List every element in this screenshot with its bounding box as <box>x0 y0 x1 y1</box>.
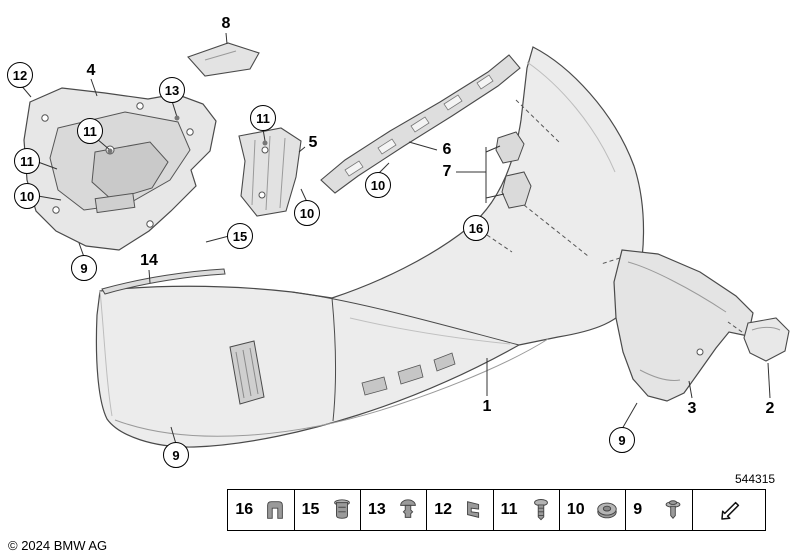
legend-item-label: 13 <box>367 501 386 518</box>
fastener-callout-16[interactable]: 16 <box>463 215 489 241</box>
copyright-text: © 2024 BMW AG <box>8 538 108 553</box>
screw-icon <box>533 499 548 521</box>
legend-item-label: 16 <box>235 501 254 518</box>
mounting-brackets <box>495 131 532 209</box>
part-number-7[interactable]: 7 <box>442 163 452 180</box>
part-number-6[interactable]: 6 <box>442 141 452 158</box>
legend-arrow-cell <box>691 489 766 531</box>
legend-item-label: 15 <box>301 501 320 518</box>
top-bracket <box>187 42 260 77</box>
bumper-cover <box>95 46 645 448</box>
center-bracket <box>238 127 302 217</box>
fastener-callout-11[interactable]: 11 <box>14 148 40 174</box>
leader-lines-dashed <box>486 99 743 333</box>
part-number-14[interactable]: 14 <box>140 252 158 269</box>
expanding-nut-icon <box>333 499 350 519</box>
fastener-markers <box>107 115 268 154</box>
fastener-callout-13[interactable]: 13 <box>159 77 185 103</box>
trim-strip <box>101 268 226 295</box>
legend-item-label: 9 <box>633 501 643 518</box>
bumper-carrier <box>320 54 521 194</box>
fastener-callout-10[interactable]: 10 <box>14 183 40 209</box>
cage-clip-icon <box>267 501 284 519</box>
flange-screw-icon <box>665 500 681 520</box>
side-trim <box>613 249 754 402</box>
fastener-callout-12[interactable]: 12 <box>7 62 33 88</box>
legend-item-16[interactable]: 16 <box>227 489 296 531</box>
fastener-callout-15[interactable]: 15 <box>227 223 253 249</box>
fastener-callout-11[interactable]: 11 <box>250 105 276 131</box>
fastener-callout-9[interactable]: 9 <box>163 442 189 468</box>
part-number-4[interactable]: 4 <box>86 62 96 79</box>
side-carrier-left <box>23 87 217 251</box>
fastener-callout-10[interactable]: 10 <box>294 200 320 226</box>
legend-item-15[interactable]: 15 <box>293 489 362 531</box>
legend-item-12[interactable]: 12 <box>426 489 495 531</box>
part-number-2[interactable]: 2 <box>765 400 775 417</box>
legend-item-label: 11 <box>500 501 518 518</box>
legend-item-label: 12 <box>434 501 453 518</box>
legend-item-9[interactable]: 9 <box>625 489 694 531</box>
fastener-callout-9[interactable]: 9 <box>609 427 635 453</box>
end-cap <box>743 317 790 362</box>
legend-item-label: 10 <box>566 501 585 518</box>
expansion-rivet-icon <box>400 499 416 518</box>
spring-clip-icon <box>467 501 480 518</box>
legend-item-13[interactable]: 13 <box>359 489 428 531</box>
part-number-5[interactable]: 5 <box>308 134 318 151</box>
direction-arrow-icon <box>720 501 739 520</box>
part-number-8[interactable]: 8 <box>221 15 231 32</box>
legend-item-10[interactable]: 10 <box>558 489 627 531</box>
diagram-number: 544315 <box>735 472 776 486</box>
fastener-callout-11[interactable]: 11 <box>77 118 103 144</box>
fastener-callout-9[interactable]: 9 <box>71 255 97 281</box>
part-number-3[interactable]: 3 <box>687 400 697 417</box>
fastener-legend: 16 15 13 12 1 <box>227 489 766 531</box>
body-plug-icon <box>597 502 617 519</box>
part-number-1[interactable]: 1 <box>482 398 492 415</box>
fastener-callout-10[interactable]: 10 <box>365 172 391 198</box>
legend-item-11[interactable]: 11 <box>492 489 561 531</box>
leader-lines <box>19 32 771 445</box>
